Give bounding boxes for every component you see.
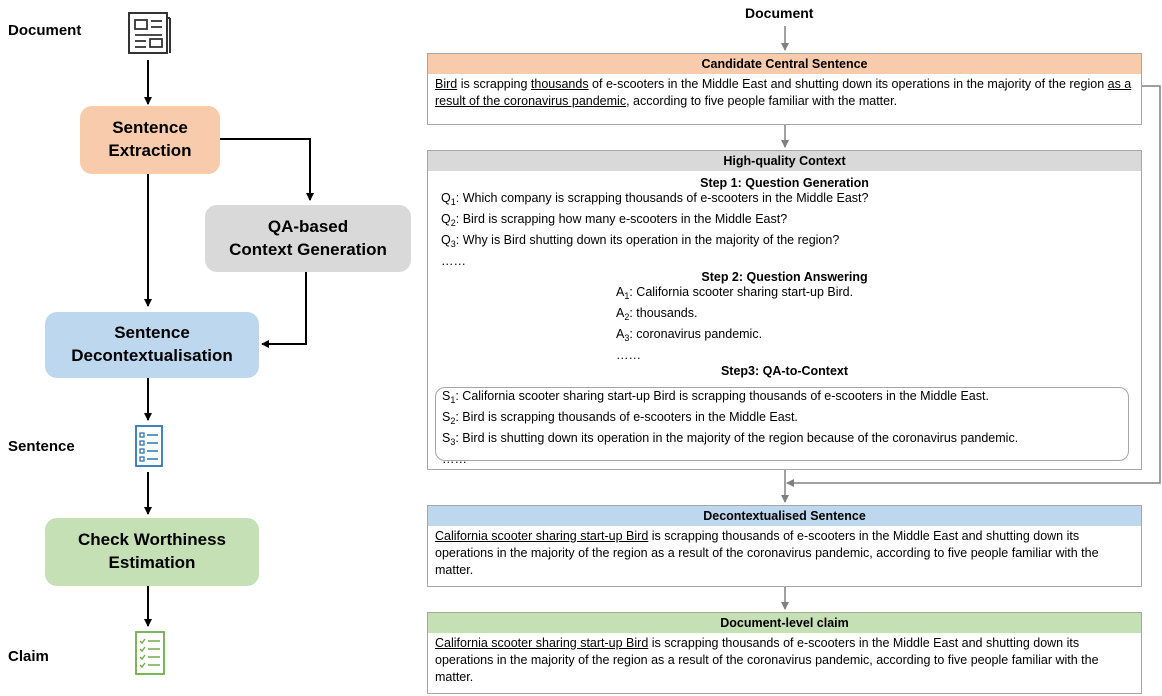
answer-line: A2: thousands.: [616, 306, 698, 322]
question-line: Q3: Why is Bird shutting down its operat…: [441, 233, 840, 249]
step2-title: Step 2: Question Answering: [701, 270, 868, 284]
arrow-extraction-to-qa: [220, 138, 314, 201]
qa-to-context-box: S1: California scooter sharing start-up …: [435, 387, 1129, 466]
candidate-sentence-panel: Candidate Central Sentence Bird is scrap…: [427, 53, 1142, 125]
candidate-text: Bird is scrapping thousands of e-scooter…: [435, 77, 1132, 108]
statement-line: S1: California scooter sharing start-up …: [442, 389, 989, 405]
document-icon: [126, 10, 172, 61]
sentence-label: Sentence: [8, 438, 75, 455]
answer-line: A3: coronavirus pandemic.: [616, 327, 763, 343]
claim-label: Claim: [8, 648, 49, 665]
arrow-qa-to-decontext: [261, 272, 307, 348]
step3-title: Step3: QA-to-Context: [720, 364, 849, 378]
claim-text: California scooter sharing start-up Bird…: [435, 636, 1099, 684]
right-document-label: Document: [745, 5, 814, 21]
decontextualised-header: Decontextualised Sentence: [428, 506, 1141, 526]
question-ellipsis: ……: [441, 254, 466, 268]
context-panel: High-quality Context Step 1: Question Ge…: [427, 150, 1142, 470]
answer-line: A1: California scooter sharing start-up …: [616, 285, 854, 301]
candidate-header: Candidate Central Sentence: [428, 54, 1141, 74]
decontextualised-text: California scooter sharing start-up Bird…: [435, 529, 1099, 577]
context-header: High-quality Context: [428, 151, 1141, 171]
question-line: Q2: Bird is scrapping how many e-scooter…: [441, 212, 788, 228]
decontextualised-panel: Decontextualised Sentence California sco…: [427, 505, 1142, 587]
checklist-icon: [134, 630, 166, 681]
answer-ellipsis: ……: [616, 348, 641, 362]
document-label: Document: [8, 22, 82, 39]
step1-title: Step 1: Question Generation: [700, 176, 869, 190]
statement-line: S3: Bird is shutting down its operation …: [442, 431, 1019, 447]
statement-ellipsis: ……: [442, 452, 467, 466]
arrow-candidate-bypass: [786, 85, 1161, 487]
claim-panel: Document-level claim California scooter …: [427, 612, 1142, 694]
list-icon: [134, 424, 166, 475]
question-line: Q1: Which company is scrapping thousands…: [441, 191, 869, 207]
claim-header: Document-level claim: [428, 613, 1141, 633]
statement-line: S2: Bird is scrapping thousands of e-sco…: [442, 410, 798, 426]
